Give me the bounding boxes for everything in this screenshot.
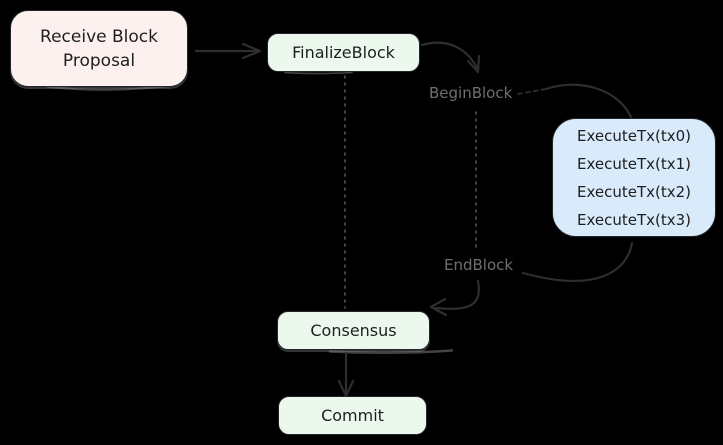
execute-tx-node: ExecuteTx(tx0) ExecuteTx(tx1) ExecuteTx(… xyxy=(552,118,716,237)
commit-label: Commit xyxy=(321,406,384,425)
begin-block-label: BeginBlock xyxy=(429,84,513,102)
finalize-block-label: FinalizeBlock xyxy=(292,43,395,62)
consensus-node: Consensus xyxy=(277,311,430,350)
arrowhead-receive-to-finalize xyxy=(241,42,262,60)
arrowhead-finalize-to-beginblock xyxy=(466,54,481,74)
dash-beginblock-lead xyxy=(517,88,547,95)
arrow-finalize-to-beginblock xyxy=(420,41,479,70)
receive-block-proposal-node: Receive Block Proposal xyxy=(10,10,188,87)
receive-block-proposal-label-line2: Proposal xyxy=(62,50,136,71)
curve-endblock-to-consensus xyxy=(434,279,480,310)
smudge-under-receive xyxy=(47,85,171,91)
finalize-block-node: FinalizeBlock xyxy=(267,33,420,72)
execute-tx-line-3: ExecuteTx(tx3) xyxy=(576,210,692,229)
execute-tx-line-2: ExecuteTx(tx2) xyxy=(576,182,692,201)
arrowhead-endblock-to-consensus xyxy=(429,297,448,317)
execute-tx-line-1: ExecuteTx(tx1) xyxy=(576,154,692,173)
arrowhead-consensus-to-commit xyxy=(337,379,355,398)
smudge-under-consensus xyxy=(328,349,454,354)
curve-beginblock-to-executetx xyxy=(544,83,633,119)
consensus-label: Consensus xyxy=(310,321,397,340)
end-block-label: EndBlock xyxy=(444,256,514,274)
curve-executetx-to-endblock xyxy=(521,241,634,282)
execute-tx-line-0: ExecuteTx(tx0) xyxy=(576,126,692,145)
commit-node: Commit xyxy=(278,396,427,435)
receive-block-proposal-label-line1: Receive Block xyxy=(40,26,158,47)
smudge-under-finalize xyxy=(284,71,353,75)
